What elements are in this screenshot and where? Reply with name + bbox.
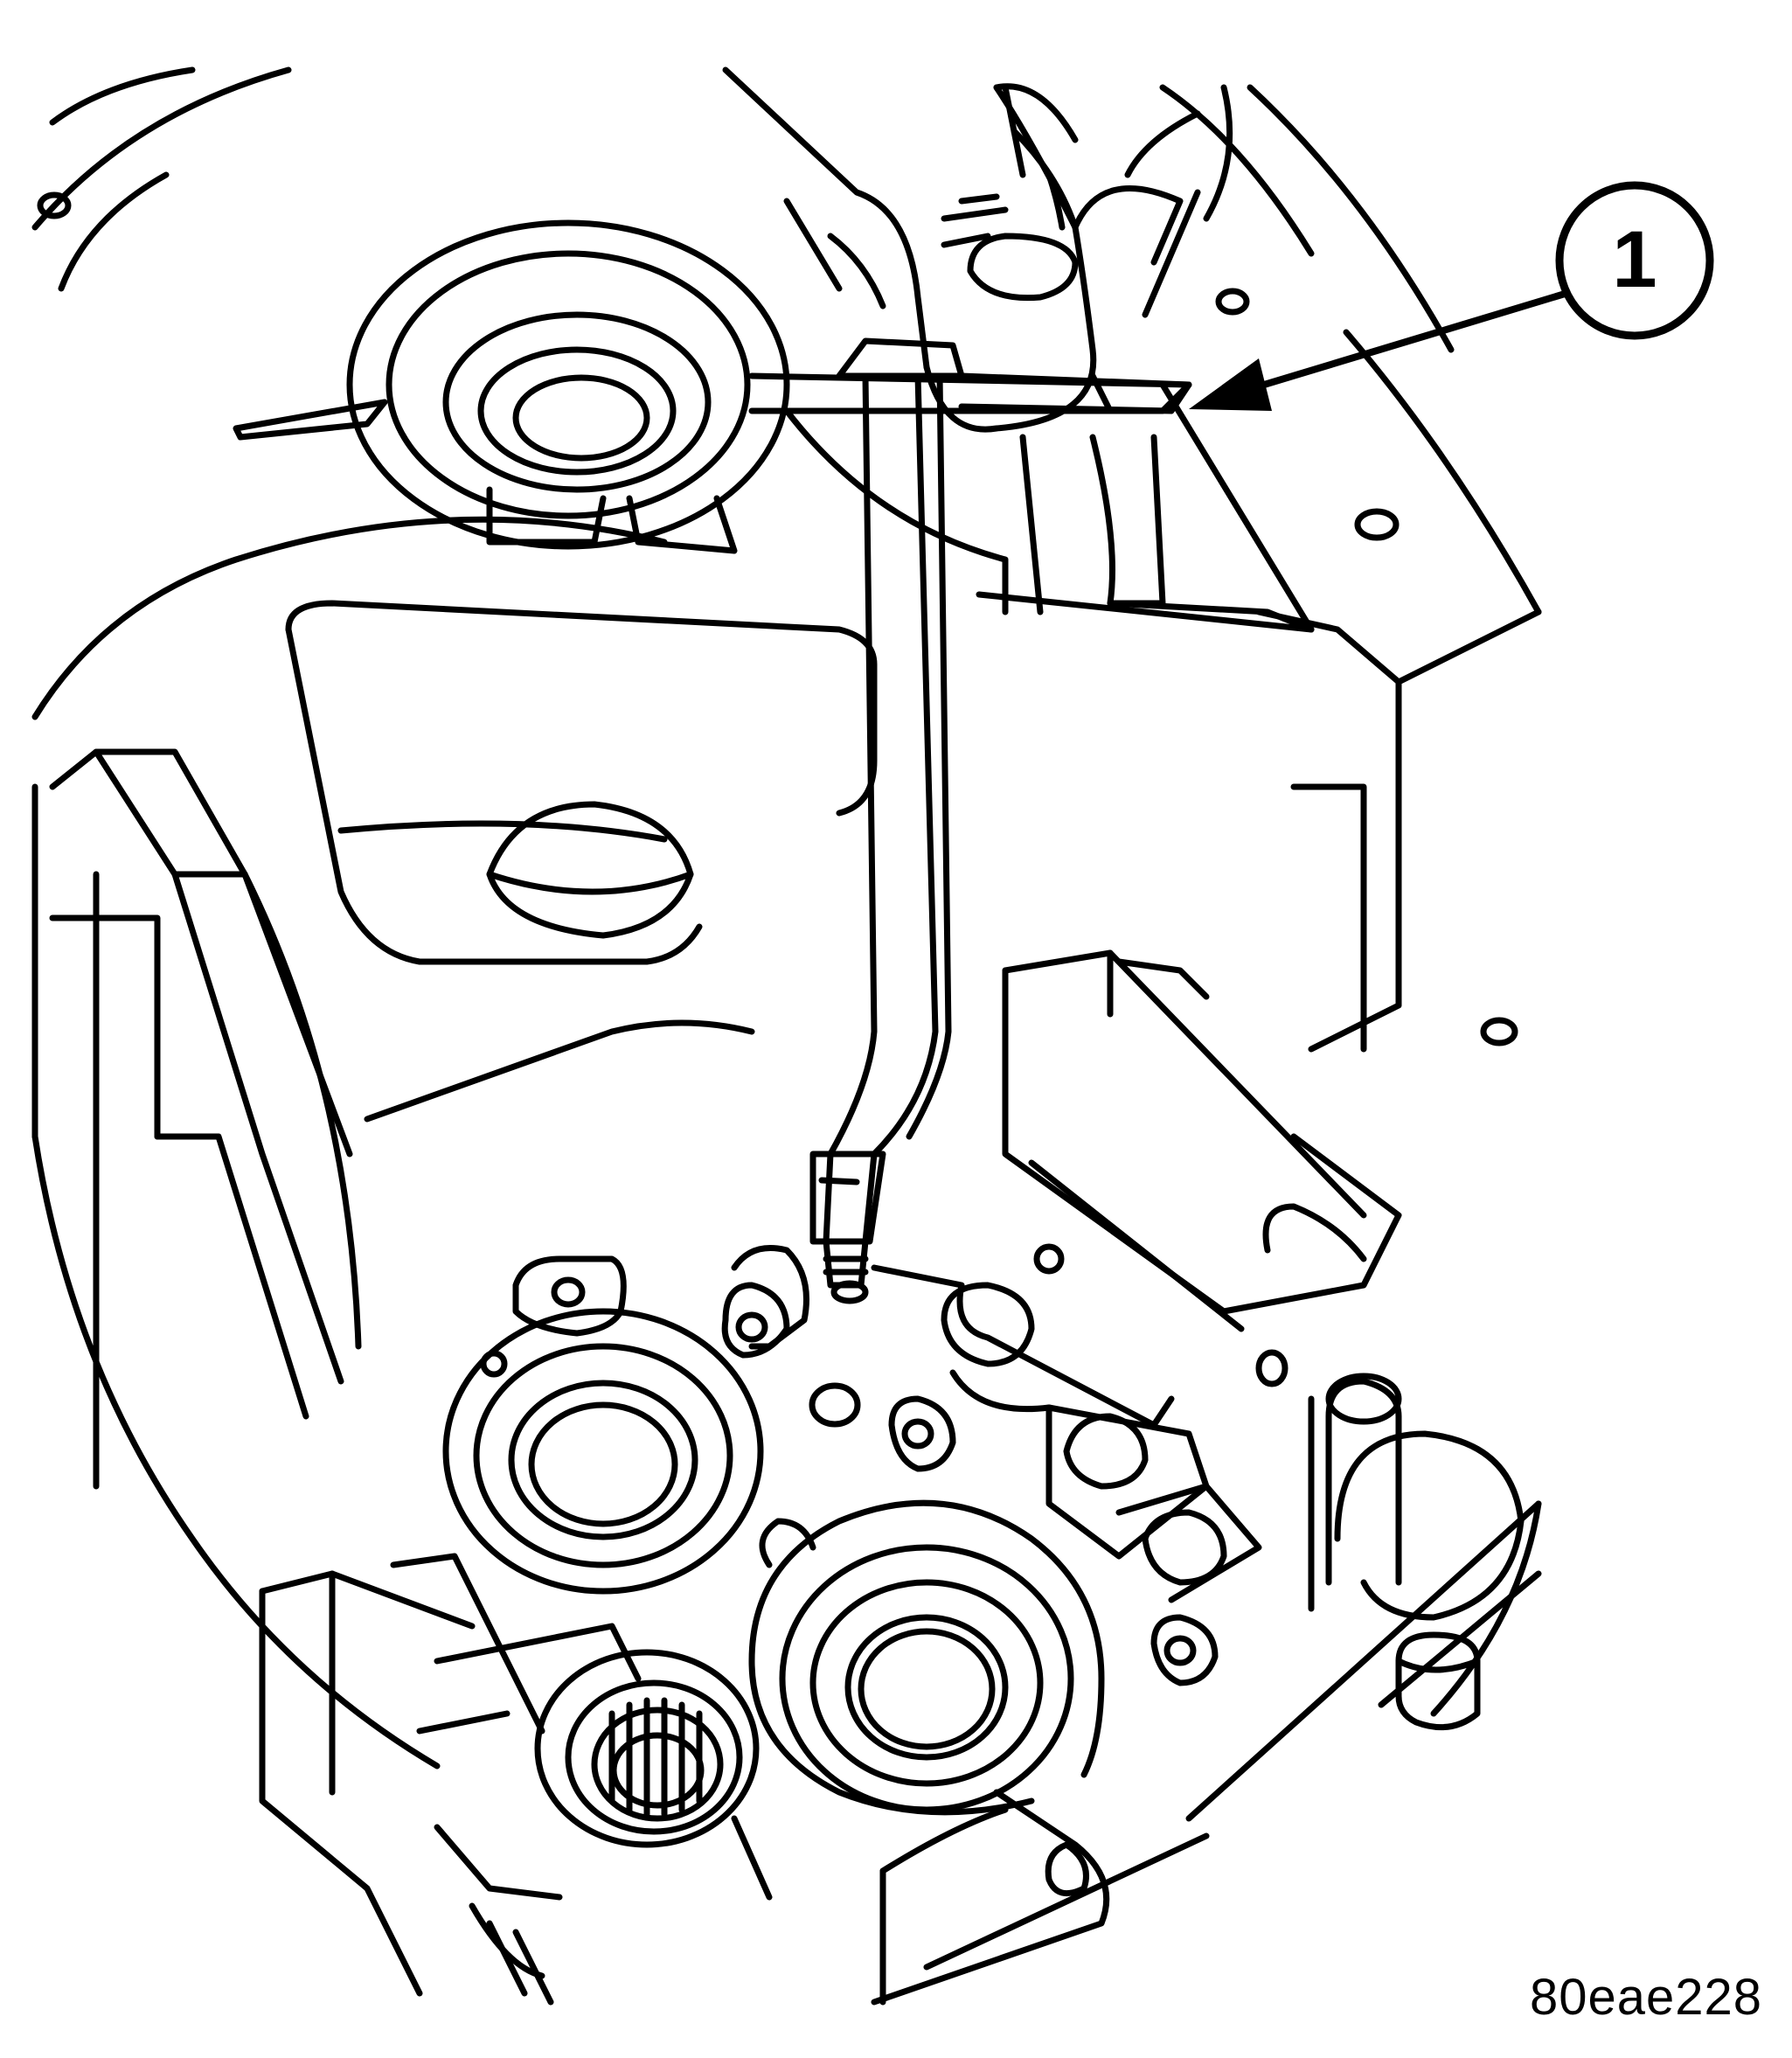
input-shaft-bearing [259, 1553, 773, 2006]
callout-1: 1 [1189, 181, 1714, 411]
bolt-hole [1215, 288, 1250, 316]
left-center-bore [442, 1308, 861, 1595]
lower-plate [879, 1570, 1542, 2006]
mounting-tabs [512, 1245, 1262, 1686]
right-cylinder [1308, 1373, 1525, 1731]
callout-arrowhead [1189, 358, 1272, 411]
bolt-hole [1480, 1017, 1518, 1046]
probe-tool[interactable] [809, 337, 965, 1304]
bolt-hole [37, 191, 72, 219]
valve-body [1002, 949, 1402, 1387]
casting-pocket [285, 600, 1402, 1053]
housing-outline [31, 66, 1542, 1822]
callout-circle [1555, 181, 1714, 340]
gasket-strip [958, 372, 1192, 414]
callout-number: 1 [1612, 215, 1657, 304]
lower-bore [748, 1499, 1110, 2006]
upper-bore [233, 219, 790, 554]
bolt-hole [1354, 508, 1400, 541]
left-walls [49, 748, 755, 1420]
upper-rib [748, 372, 1315, 633]
callout-leader [1205, 285, 1584, 406]
technician-hand [722, 66, 1233, 433]
reference-code: 80eae228 [1529, 1969, 1762, 2026]
